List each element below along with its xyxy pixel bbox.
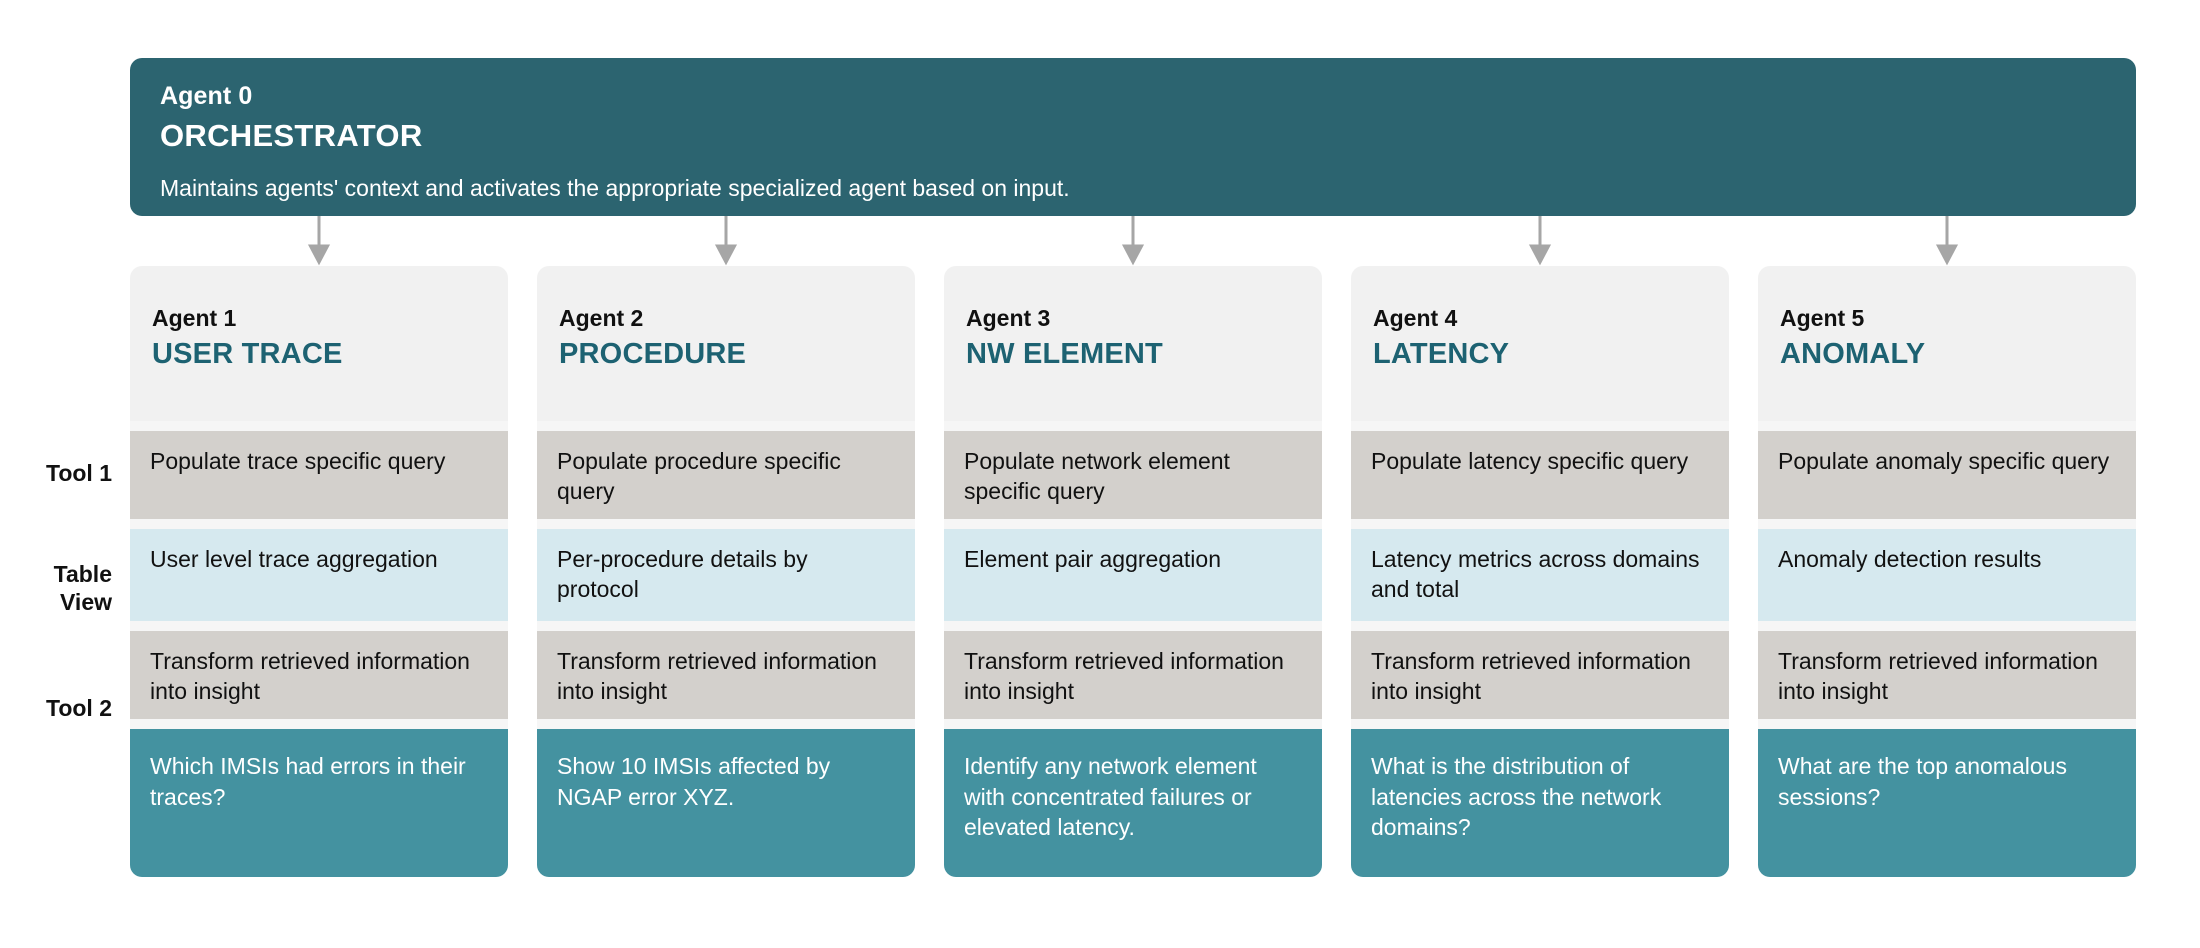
agent-2-question-cell[interactable]: Show 10 IMSIs affected by NGAP error XYZ… (537, 729, 915, 877)
agent-column-3[interactable]: Agent 3 NW ELEMENT Populate network elem… (944, 266, 1322, 877)
agent-header-4: Agent 4 LATENCY (1351, 266, 1729, 421)
agent-4-tool-1-cell: Populate latency specific query (1351, 431, 1729, 519)
orchestrator-agent-label: Agent 0 (160, 82, 253, 110)
agent-2-table-view-cell: Per-procedure details by protocol (537, 529, 915, 621)
agent-name-1: USER TRACE (152, 337, 343, 370)
row-gap (537, 621, 915, 631)
row-label-table-view: Table View (0, 560, 112, 616)
agent-name-2: PROCEDURE (559, 337, 747, 370)
row-gap (944, 719, 1322, 729)
agent-4-table-view-cell: Latency metrics across domains and total (1351, 529, 1729, 621)
agent-column-2[interactable]: Agent 2 PROCEDURE Populate procedure spe… (537, 266, 915, 877)
agent-column-4[interactable]: Agent 4 LATENCY Populate latency specifi… (1351, 266, 1729, 877)
agent-number-1: Agent 1 (152, 305, 237, 331)
agent-header-3: Agent 3 NW ELEMENT (944, 266, 1322, 421)
row-gap (130, 421, 508, 431)
row-gap (130, 719, 508, 729)
agent-number-2: Agent 2 (559, 305, 644, 331)
row-gap (1351, 719, 1729, 729)
agent-5-table-view-cell: Anomaly detection results (1758, 529, 2136, 621)
row-gap (1758, 719, 2136, 729)
row-gap (944, 621, 1322, 631)
row-gap (1758, 421, 2136, 431)
row-label-table-view-line-2: View (60, 589, 112, 616)
agent-header-5: Agent 5 ANOMALY (1758, 266, 2136, 421)
row-gap (537, 719, 915, 729)
row-gap (1351, 519, 1729, 529)
agent-name-5: ANOMALY (1780, 337, 1926, 370)
row-gap (537, 519, 915, 529)
row-gap (944, 421, 1322, 431)
agent-3-question-cell[interactable]: Identify any network element with concen… (944, 729, 1322, 877)
orchestrator-description: Maintains agents' context and activates … (160, 175, 1070, 202)
agent-3-tool-1-cell: Populate network element specific query (944, 431, 1322, 519)
agent-number-3: Agent 3 (966, 305, 1051, 331)
agent-header-2: Agent 2 PROCEDURE (537, 266, 915, 421)
row-gap (130, 621, 508, 631)
row-label-table-view-line-1: Table (53, 561, 112, 587)
row-label-tool-1: Tool 1 (45, 460, 112, 486)
agent-1-table-view-cell: User level trace aggregation (130, 529, 508, 621)
agent-2-tool-1-cell: Populate procedure specific query (537, 431, 915, 519)
agent-1-question-cell[interactable]: Which IMSIs had errors in their traces? (130, 729, 508, 877)
row-label-tool-2: Tool 2 (45, 695, 112, 721)
row-gap (1351, 421, 1729, 431)
agent-columns: Agent 1 USER TRACE Populate trace specif… (130, 266, 2136, 877)
agent-4-question-cell[interactable]: What is the distribution of latencies ac… (1351, 729, 1729, 877)
agent-1-tool-1-cell: Populate trace specific query (130, 431, 508, 519)
row-gap (1351, 621, 1729, 631)
agent-number-5: Agent 5 (1780, 305, 1865, 331)
row-gap (1758, 519, 2136, 529)
agent-4-tool-2-cell: Transform retrieved information into ins… (1351, 631, 1729, 719)
row-gap (537, 421, 915, 431)
row-gap (130, 519, 508, 529)
orchestrator-title: ORCHESTRATOR (160, 117, 423, 153)
agent-2-tool-2-cell: Transform retrieved information into ins… (537, 631, 915, 719)
agent-column-5[interactable]: Agent 5 ANOMALY Populate anomaly specifi… (1758, 266, 2136, 877)
agent-header-1: Agent 1 USER TRACE (130, 266, 508, 421)
agent-3-table-view-cell: Element pair aggregation (944, 529, 1322, 621)
agent-5-tool-2-cell: Transform retrieved information into ins… (1758, 631, 2136, 719)
agent-number-4: Agent 4 (1373, 305, 1458, 331)
row-gap (944, 519, 1322, 529)
agent-5-question-cell[interactable]: What are the top anomalous sessions? (1758, 729, 2136, 877)
agent-column-1[interactable]: Agent 1 USER TRACE Populate trace specif… (130, 266, 508, 877)
agent-name-3: NW ELEMENT (966, 337, 1163, 370)
agent-1-tool-2-cell: Transform retrieved information into ins… (130, 631, 508, 719)
row-gap (1758, 621, 2136, 631)
agent-name-4: LATENCY (1373, 337, 1510, 370)
orchestrator-banner: Agent 0 ORCHESTRATOR Maintains agents' c… (130, 58, 2136, 216)
agent-5-tool-1-cell: Populate anomaly specific query (1758, 431, 2136, 519)
agent-3-tool-2-cell: Transform retrieved information into ins… (944, 631, 1322, 719)
